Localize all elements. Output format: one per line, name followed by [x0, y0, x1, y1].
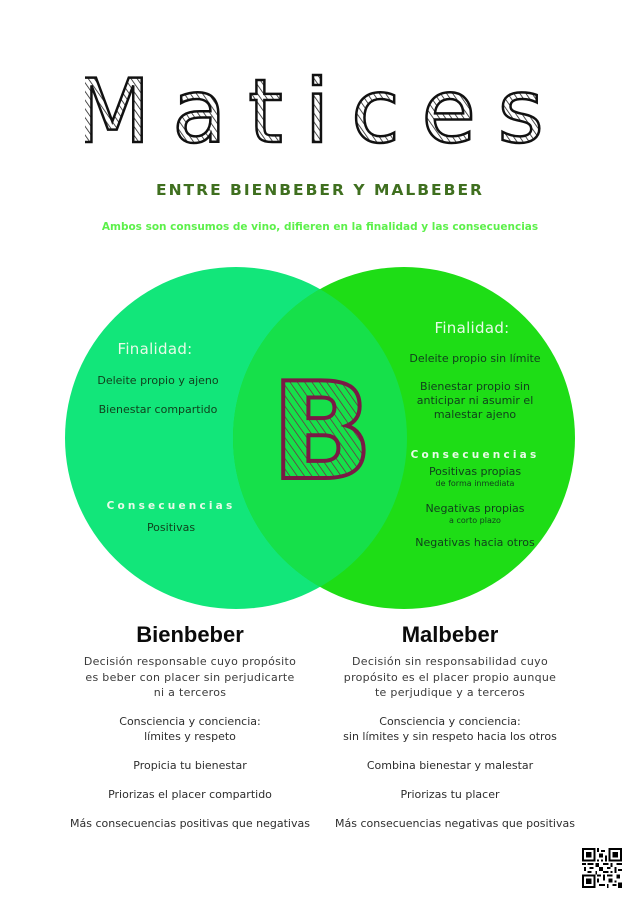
- awareness-line: límites y respeto: [144, 730, 236, 743]
- malbeber-item: Más consecuencias negativas que positiva…: [335, 817, 575, 830]
- left-purpose-label: Finalidad:: [117, 340, 193, 358]
- definition-line: Decisión responsable cuyo propósito: [83, 655, 297, 668]
- bienbeber-item: Priorizas el placer compartido: [108, 788, 272, 801]
- right-purpose-item: Bienestar propio sin anticipar ni asumir…: [416, 380, 534, 421]
- bienbeber-item: Propicia tu bienestar: [133, 759, 247, 772]
- left-consequence-item: Positivas: [146, 521, 196, 534]
- right-consequence-detail: a corto plazo: [449, 516, 501, 525]
- awareness-line: sin límites y sin respeto hacia los otro…: [343, 730, 557, 743]
- malbeber-definition: Decisión sin responsabilidad cuyo propós…: [310, 654, 590, 701]
- definition-line: te perjudique y a terceros: [374, 686, 526, 699]
- left-purpose-item: Deleite propio y ajeno: [97, 374, 219, 387]
- malbeber-heading: Malbeber: [401, 622, 499, 647]
- right-consequences-label: Consecuencias: [410, 449, 540, 461]
- subtitle: ENTRE BIENBEBER Y MALBEBER: [156, 181, 484, 199]
- awareness-line: Consciencia y conciencia:: [379, 715, 521, 728]
- svg-text:Matices: Matices: [85, 66, 555, 156]
- malbeber-item: Priorizas tu placer: [400, 788, 500, 801]
- bienbeber-definition: Decisión responsable cuyo propósito es b…: [50, 654, 330, 701]
- malbeber-awareness: Consciencia y conciencia: sin límites y …: [310, 714, 590, 744]
- right-consequence-item: Negativas propias: [425, 502, 525, 515]
- left-consequences-label: Consecuencias: [106, 500, 236, 512]
- malbeber-item: Combina bienestar y malestar: [366, 759, 534, 772]
- right-purpose-item: Deleite propio sin límite: [409, 352, 541, 365]
- left-purpose-item: Bienestar compartido: [98, 403, 218, 416]
- right-purpose-label: Finalidad:: [434, 319, 510, 337]
- definition-line: ni a terceros: [153, 686, 227, 699]
- overlap-region: [233, 267, 407, 609]
- sketch-title-graphic: Matices: [85, 66, 555, 156]
- tagline: Ambos son consumos de vino, difieren en …: [101, 221, 539, 233]
- page-title: Matices: [0, 66, 640, 156]
- right-consequence-item: Negativas hacia otros: [415, 536, 535, 549]
- bienbeber-heading: Bienbeber: [136, 622, 244, 647]
- awareness-line: Consciencia y conciencia:: [119, 715, 261, 728]
- center-letter: B: [271, 354, 373, 510]
- bienbeber-item: Más consecuencias positivas que negativa…: [70, 817, 310, 830]
- bienbeber-awareness: Consciencia y conciencia: límites y resp…: [50, 714, 330, 744]
- definition-line: Decisión sin responsabilidad cuyo: [351, 655, 549, 668]
- definition-line: propósito es el placer propio aunque: [343, 670, 557, 684]
- right-consequence-detail: de forma inmediata: [435, 479, 515, 488]
- definition-line: es beber con placer sin perjudicarte: [85, 670, 295, 684]
- right-consequence-item: Positivas propias: [428, 465, 522, 478]
- qr-code-icon[interactable]: [582, 848, 622, 888]
